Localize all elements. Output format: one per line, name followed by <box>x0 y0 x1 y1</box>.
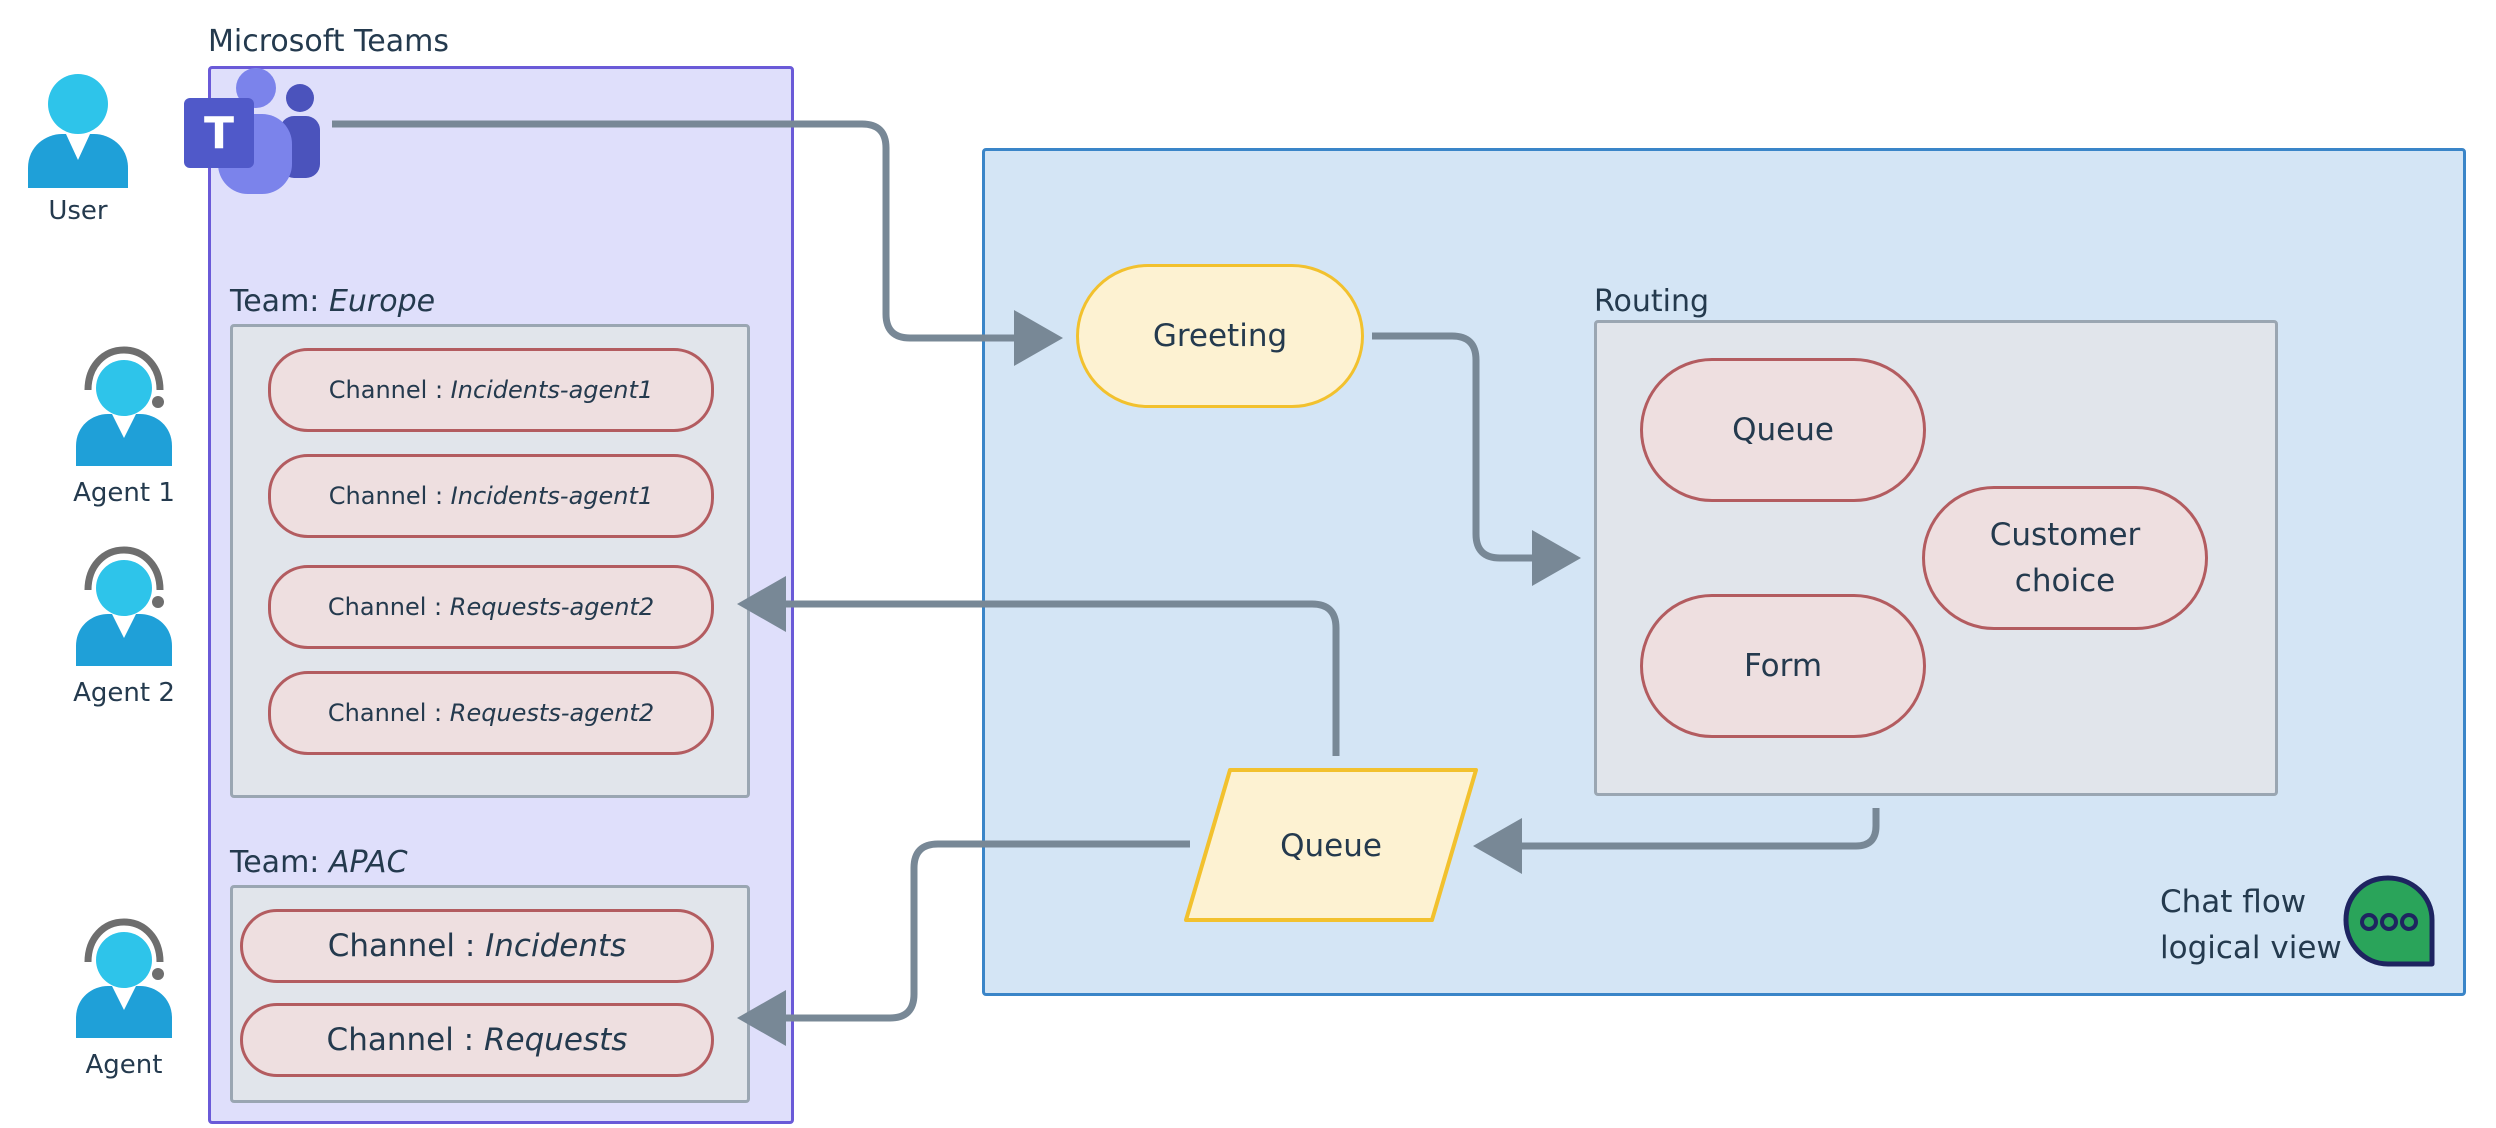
routing-form-node[interactable]: Form <box>1640 594 1926 738</box>
agent1-avatar-icon <box>68 346 180 466</box>
channel-name: Requests-agent2 <box>449 593 655 621</box>
chat-flow-caption-line2: logical view <box>2160 930 2342 966</box>
channel-pill[interactable]: Channel : Requests-agent2 <box>268 565 714 649</box>
queue-node[interactable]: Queue <box>1236 822 1426 870</box>
team-europe-prefix: Team: <box>230 284 329 319</box>
teams-logo-letter: T <box>203 107 234 159</box>
channel-pill[interactable]: Channel : Incidents-agent1 <box>268 454 714 538</box>
routing-form-label: Form <box>1743 648 1823 684</box>
channel-pill[interactable]: Channel : Incidents-agent1 <box>268 348 714 432</box>
channel-name: Requests-agent2 <box>449 699 655 727</box>
channel-prefix: Channel : <box>327 699 450 727</box>
routing-queue-label: Queue <box>1732 412 1834 448</box>
team-europe-title: Team: Europe <box>230 284 435 319</box>
user-label: User <box>48 196 108 226</box>
channel-pill[interactable]: Channel : Requests <box>240 1003 714 1077</box>
chat-flow-caption-line1: Chat flow <box>2160 884 2307 920</box>
channel-pill[interactable]: Channel : Incidents <box>240 909 714 983</box>
agent-avatar-icon <box>68 918 180 1038</box>
queue-parallelogram <box>1184 768 1478 922</box>
arrow-queue-to-europe <box>737 576 1340 756</box>
channel-prefix: Channel : <box>328 482 451 510</box>
channel-prefix: Channel : <box>328 376 451 404</box>
channel-name: Incidents-agent1 <box>450 376 654 404</box>
agent1-label: Agent 1 <box>73 478 175 508</box>
greeting-node[interactable]: Greeting <box>1076 264 1364 408</box>
customer-choice-label-line1: Customer <box>1989 517 2141 553</box>
channel-name: Incidents-agent1 <box>450 482 654 510</box>
channel-name: Incidents <box>485 928 627 964</box>
channel-prefix: Channel : <box>327 593 450 621</box>
arrow-teams-to-greeting <box>332 120 1063 366</box>
queue-label: Queue <box>1280 828 1382 864</box>
agent2-avatar-icon <box>68 546 180 666</box>
arrow-greeting-to-routing <box>1372 332 1581 586</box>
agent2-label: Agent 2 <box>73 678 175 708</box>
microsoft-teams-logo-icon: T <box>184 68 320 198</box>
arrow-routing-to-queue <box>1473 808 1880 874</box>
routing-queue-node[interactable]: Queue <box>1640 358 1926 502</box>
team-apac-prefix: Team: <box>230 845 329 880</box>
team-apac-name: APAC <box>328 845 408 880</box>
team-apac-title: Team: APAC <box>230 845 408 880</box>
routing-title: Routing <box>1594 284 1710 319</box>
chat-bubble-icon <box>2340 872 2440 972</box>
agent-label: Agent <box>85 1050 163 1080</box>
customer-choice-node[interactable]: Customer choice <box>1922 486 2208 630</box>
customer-choice-label-line2: choice <box>2014 563 2116 599</box>
channel-prefix: Channel : <box>327 928 486 964</box>
team-europe-name: Europe <box>328 284 436 319</box>
microsoft-teams-title: Microsoft Teams <box>208 24 449 59</box>
arrow-queue-to-apac <box>737 840 1190 1046</box>
channel-name: Requests <box>483 1022 628 1058</box>
channel-pill[interactable]: Channel : Requests-agent2 <box>268 671 714 755</box>
greeting-label: Greeting <box>1152 318 1288 354</box>
user-avatar-icon <box>22 64 134 188</box>
channel-prefix: Channel : <box>326 1022 484 1058</box>
